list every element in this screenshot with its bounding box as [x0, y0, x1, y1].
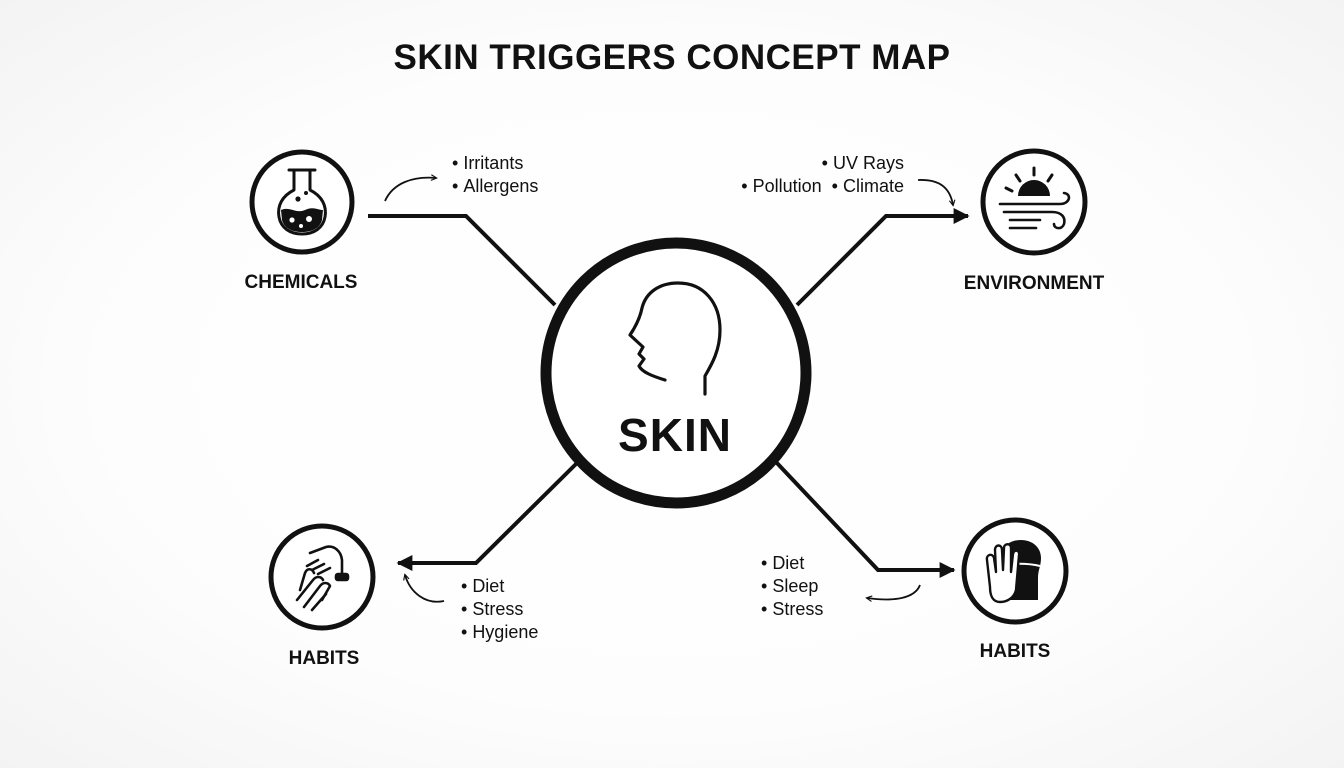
connector-habits-right [774, 460, 956, 578]
head-profile-icon [628, 281, 722, 396]
sun-wind-icon [998, 166, 1071, 230]
list-item: Diet [461, 575, 538, 598]
chemicals-bullets: Irritants Allergens [452, 152, 538, 198]
environment-node [980, 148, 1088, 256]
chemicals-node [249, 149, 355, 255]
habits-right-bullets: Diet Sleep Stress [761, 552, 823, 621]
environment-label: ENVIRONMENT [963, 273, 1105, 294]
page-title: SKIN TRIGGERS CONCEPT MAP [393, 38, 951, 77]
connector-environment [795, 208, 970, 307]
list-item: Sleep [761, 575, 823, 598]
chemicals-label: CHEMICALS [244, 272, 358, 293]
list-item: UV Rays [822, 153, 904, 173]
list-item: Diet [761, 552, 823, 575]
curved-arrow-habits-right [867, 584, 921, 599]
list-item: Stress [761, 598, 823, 621]
list-item: Allergens [452, 175, 538, 198]
curved-arrow-habits-left [405, 575, 445, 603]
skin-center-node [540, 237, 812, 509]
list-item: Stress [461, 598, 538, 621]
list-item: Irritants [452, 152, 538, 175]
environment-bullets-row-2: Pollution Climate [700, 175, 904, 198]
habits-left-label: HABITS [288, 648, 360, 669]
hand-washing-icon [295, 545, 350, 612]
skin-center-label: SKIN [618, 409, 732, 461]
habits-right-label: HABITS [979, 641, 1051, 662]
hand-head-icon [985, 540, 1041, 604]
curved-arrow-chemicals [384, 178, 436, 202]
environment-bullets: UV Rays Pollution Climate [700, 152, 904, 198]
habits-left-bullets: Diet Stress Hygiene [461, 575, 538, 644]
list-item: Hygiene [461, 621, 538, 644]
curved-arrow-environment [917, 179, 953, 205]
list-item: Climate [832, 176, 904, 196]
list-item: Pollution [741, 176, 821, 196]
connector-chemicals [368, 214, 557, 307]
connector-habits-left [396, 460, 580, 571]
flask-icon [277, 168, 327, 236]
environment-bullets-row-1: UV Rays [700, 152, 904, 175]
